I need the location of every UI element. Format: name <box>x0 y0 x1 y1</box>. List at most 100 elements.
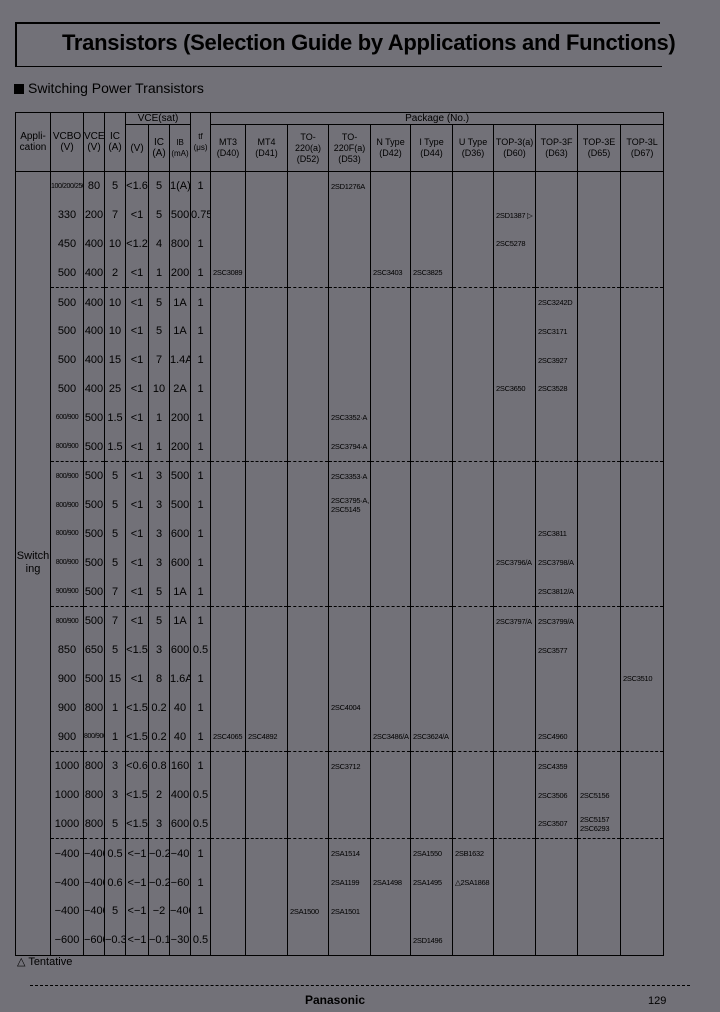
part-number-cell <box>245 664 288 694</box>
vce-cell: <1 <box>125 316 149 346</box>
page-title: Transistors (Selection Guide by Applicat… <box>62 30 676 55</box>
vce-cell: <−1 <box>125 868 149 897</box>
part-number-cell: 2SC3507 <box>535 809 578 839</box>
ib-cell: −40 <box>168 838 191 869</box>
tf-cell: 1 <box>190 838 211 869</box>
part-number-cell: 2SC3403 <box>370 258 411 288</box>
part-number-cell <box>210 605 246 636</box>
part-number-cell <box>245 374 288 404</box>
vcbo-cell: 500 <box>50 287 84 317</box>
vceo-cell: 500 <box>83 519 105 549</box>
part-number-cell <box>210 809 246 839</box>
part-number-cell <box>410 664 453 694</box>
table-row: −400−4000.6<−1−0.2−6012SA11992SA14982SA1… <box>16 868 664 897</box>
tf-cell: 1 <box>190 548 211 578</box>
part-number-cell <box>452 403 494 433</box>
part-number-cell <box>370 374 411 404</box>
ib-cell: 1.6A <box>168 664 191 694</box>
part-number-cell <box>210 635 246 665</box>
part-number-cell <box>328 316 371 346</box>
vcbo-cell: 1000 <box>50 780 84 810</box>
part-number-cell <box>370 896 411 926</box>
part-number-cell <box>287 171 329 201</box>
part-number-cell <box>452 896 494 926</box>
ic-cell: 1.5 <box>104 403 126 433</box>
ic-cell: 5 <box>104 809 126 839</box>
part-number-cell <box>452 809 494 839</box>
part-number-cell <box>287 345 329 375</box>
vce-cell: <1 <box>125 287 149 317</box>
vce-cell: <1.5 <box>125 693 149 723</box>
part-number-cell <box>370 171 411 201</box>
tf-cell: 1 <box>190 345 211 375</box>
part-number-cell <box>535 460 578 491</box>
part-number-cell <box>620 229 664 259</box>
ib-cell: 600 <box>168 548 191 578</box>
part-number-cell: 2SC4892 <box>245 722 288 752</box>
table-row: −400−4005<−1−2−40012SA15002SA1501 <box>16 896 664 926</box>
vceo-cell: 500 <box>83 548 105 578</box>
vce-cell: <1 <box>125 460 149 491</box>
part-number-cell <box>245 868 288 897</box>
part-number-cell <box>328 287 371 317</box>
part-number-cell <box>493 316 536 346</box>
part-number-cell <box>370 519 411 549</box>
part-number-cell: 2SC3577 <box>535 635 578 665</box>
part-number-cell <box>452 635 494 665</box>
tf-cell: 1 <box>190 316 211 346</box>
bottom-rule <box>30 985 690 986</box>
part-number-cell <box>410 693 453 723</box>
part-number-cell <box>370 345 411 375</box>
ib-cell: 600 <box>168 809 191 839</box>
part-number-cell <box>370 316 411 346</box>
ic-sat-cell: 1 <box>148 403 170 433</box>
tf-cell: 0.5 <box>190 635 211 665</box>
ic-cell: 3 <box>104 750 126 781</box>
table-row: −400−4000.5<−1−0.2−4012SA15142SA15502SB1… <box>16 838 664 869</box>
part-number-cell <box>210 403 246 433</box>
ic-sat-cell: 3 <box>148 548 170 578</box>
vceo-cell: 800 <box>83 809 105 839</box>
ic-sat-cell: 3 <box>148 460 170 491</box>
vceo-cell: 200 <box>83 200 105 230</box>
part-number-cell <box>245 432 288 462</box>
tf-cell: 1 <box>190 287 211 317</box>
vcbo-cell: 900 <box>50 693 84 723</box>
vcbo-cell: 600/900 <box>50 403 84 433</box>
part-number-cell <box>493 750 536 781</box>
vceo-cell: −400 <box>83 838 105 869</box>
ic-sat-cell: 8 <box>148 664 170 694</box>
part-number-cell <box>210 374 246 404</box>
ib-cell: 600 <box>168 635 191 665</box>
vceo-cell: 800/900 <box>83 722 105 752</box>
part-number-cell <box>370 780 411 810</box>
ic-sat-cell: 5 <box>148 316 170 346</box>
part-number-cell <box>493 635 536 665</box>
ib-cell: 1A <box>168 316 191 346</box>
part-number-cell <box>328 200 371 230</box>
header-ib: IB (mA) <box>168 124 191 172</box>
part-number-cell <box>535 896 578 926</box>
part-number-cell <box>245 838 288 869</box>
part-number-cell: 2SC3797/A <box>493 605 536 636</box>
part-number-cell <box>410 548 453 578</box>
part-number-cell <box>210 432 246 462</box>
part-number-cell: 2SC3528 <box>535 374 578 404</box>
part-number-cell <box>577 664 621 694</box>
part-number-cell <box>620 316 664 346</box>
part-number-cell <box>328 374 371 404</box>
ic-cell: 10 <box>104 229 126 259</box>
part-number-cell <box>287 605 329 636</box>
vceo-cell: 400 <box>83 258 105 288</box>
section-title: Switching Power Transistors <box>28 80 204 96</box>
part-number-cell <box>577 345 621 375</box>
part-number-cell <box>410 345 453 375</box>
vceo-cell: 500 <box>83 490 105 520</box>
part-number-cell <box>245 519 288 549</box>
part-number-cell <box>620 490 664 520</box>
ib-cell: 160 <box>168 750 191 781</box>
